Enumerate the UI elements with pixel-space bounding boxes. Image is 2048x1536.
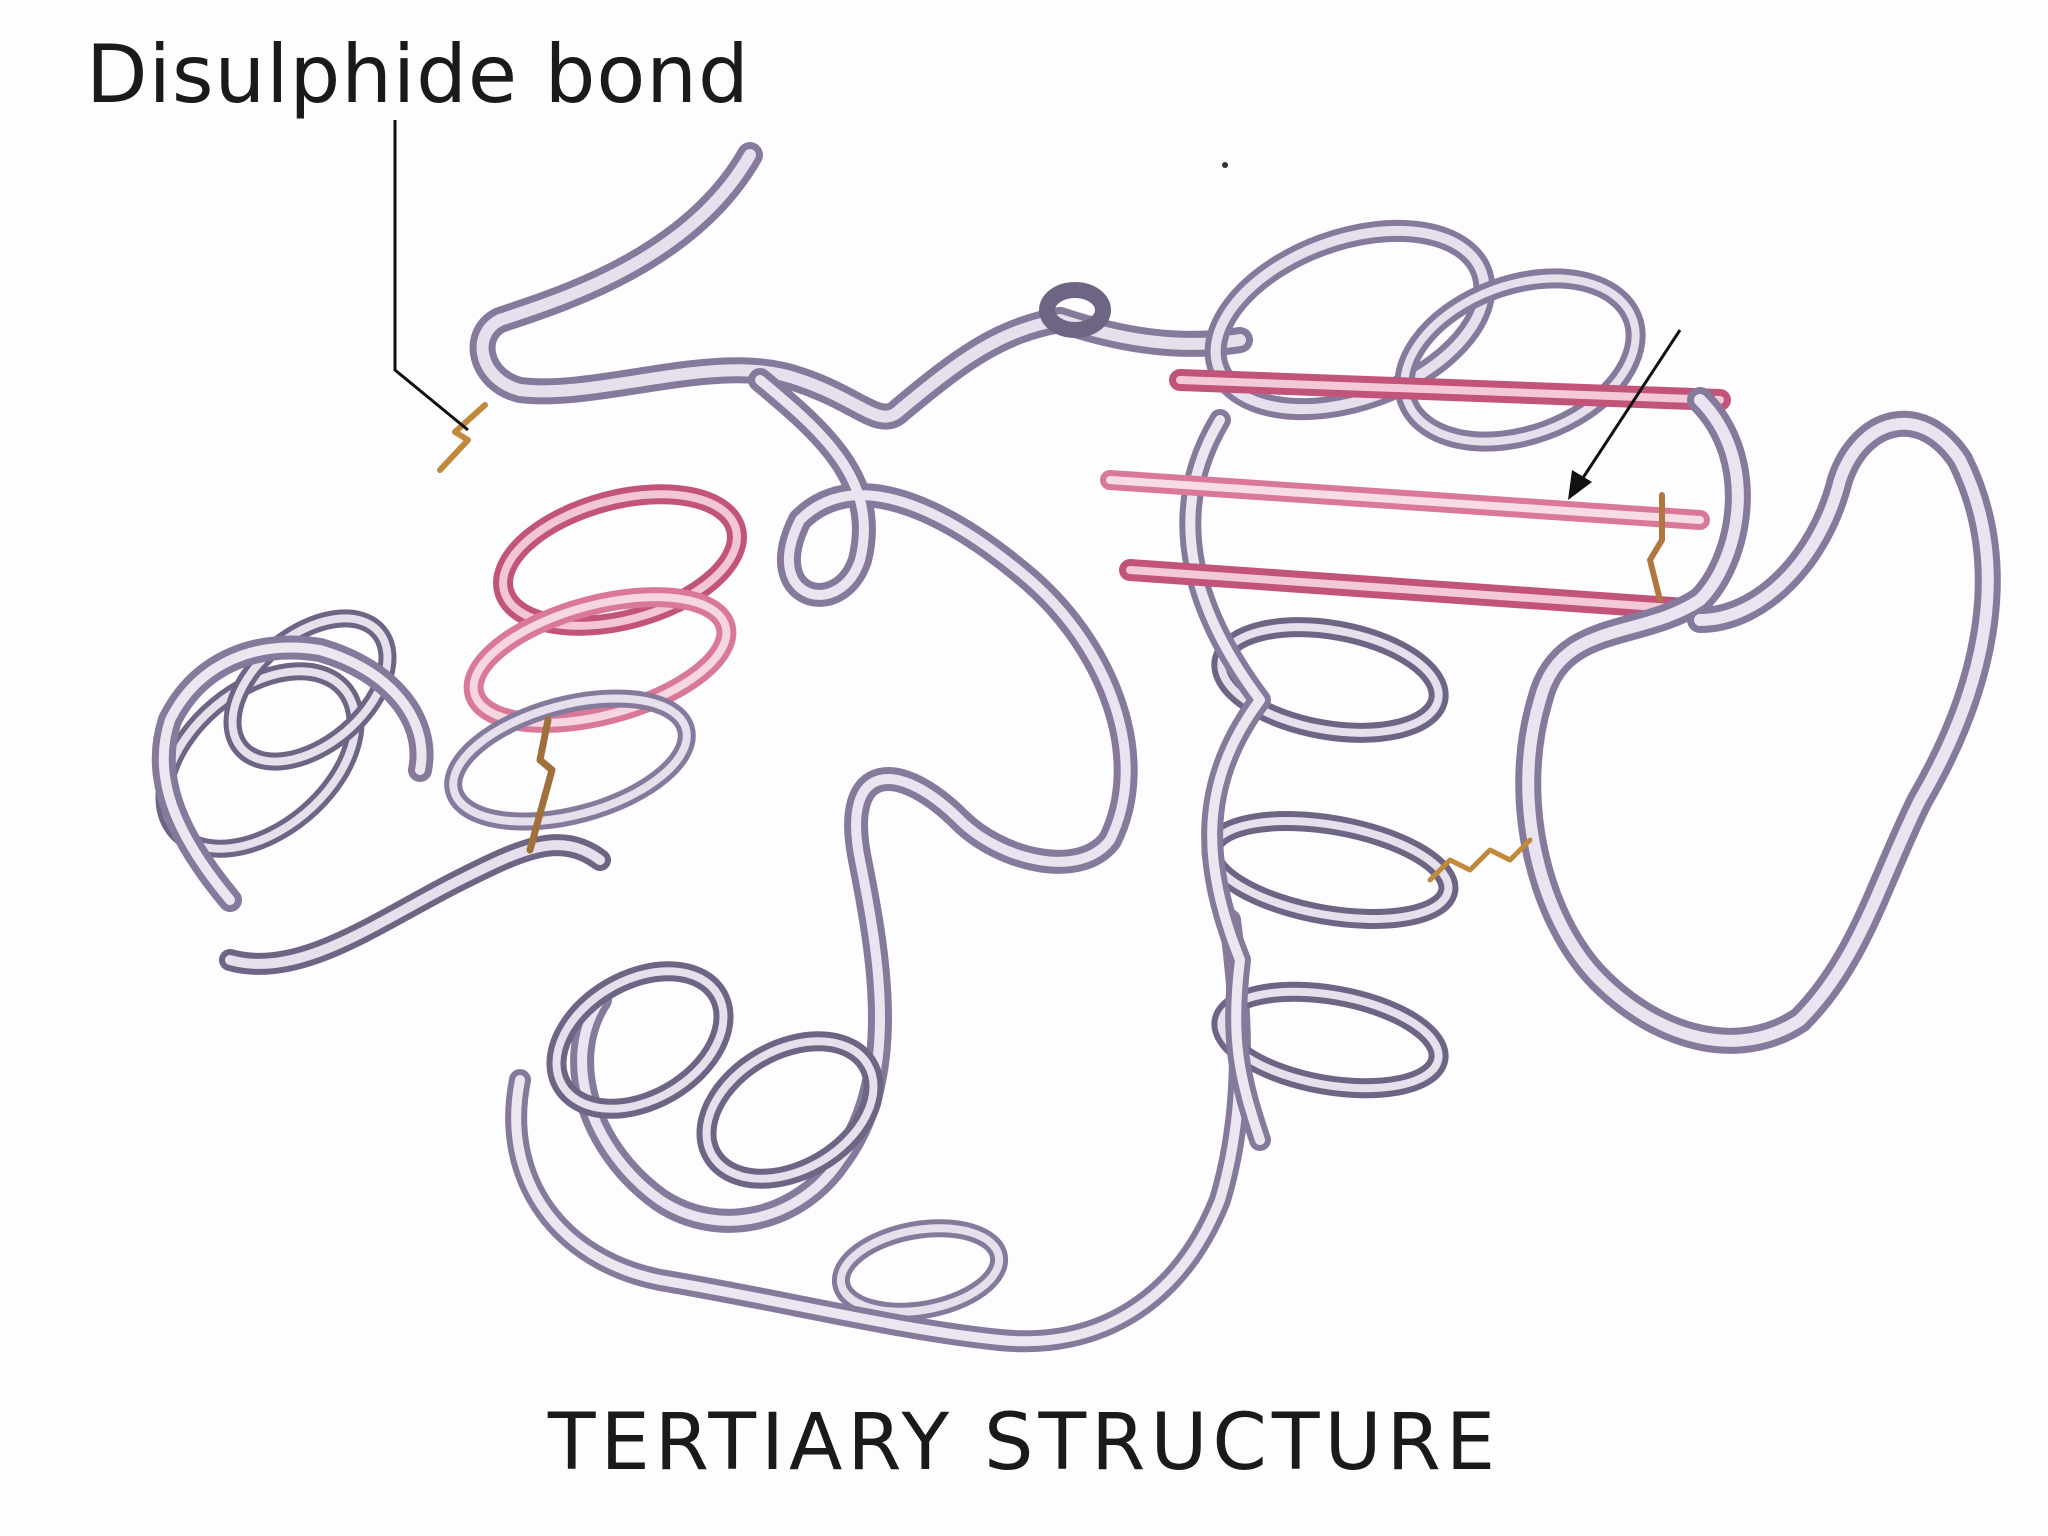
pink-strands bbox=[1100, 369, 1731, 621]
disulphide-leader-line bbox=[393, 120, 469, 432]
disulphide-bond-label: Disulphide bond bbox=[86, 28, 750, 121]
top-curl bbox=[1039, 282, 1111, 338]
pink-helix-left bbox=[444, 484, 747, 831]
left-helix-group bbox=[151, 609, 611, 975]
stray-dot bbox=[1222, 162, 1228, 168]
diagram-caption: TERTIARY STRUCTURE bbox=[547, 1398, 1501, 1488]
disulphide-bridge-left bbox=[526, 716, 556, 854]
right-outer-loop-highlight bbox=[1522, 394, 1994, 1047]
disulphide-bridge-top-left bbox=[437, 402, 488, 473]
right-helix-group bbox=[1179, 219, 1646, 1151]
disulphide-bridges bbox=[437, 402, 1665, 883]
disulphide-bridge-right bbox=[1427, 837, 1533, 883]
central-loop-highlight bbox=[577, 375, 1131, 1226]
arrow-pointer bbox=[1568, 329, 1682, 500]
bottom-coils bbox=[505, 909, 1251, 1353]
right-outer-loop bbox=[1515, 387, 2001, 1054]
disulphide-bridge-right-top bbox=[1647, 492, 1665, 603]
